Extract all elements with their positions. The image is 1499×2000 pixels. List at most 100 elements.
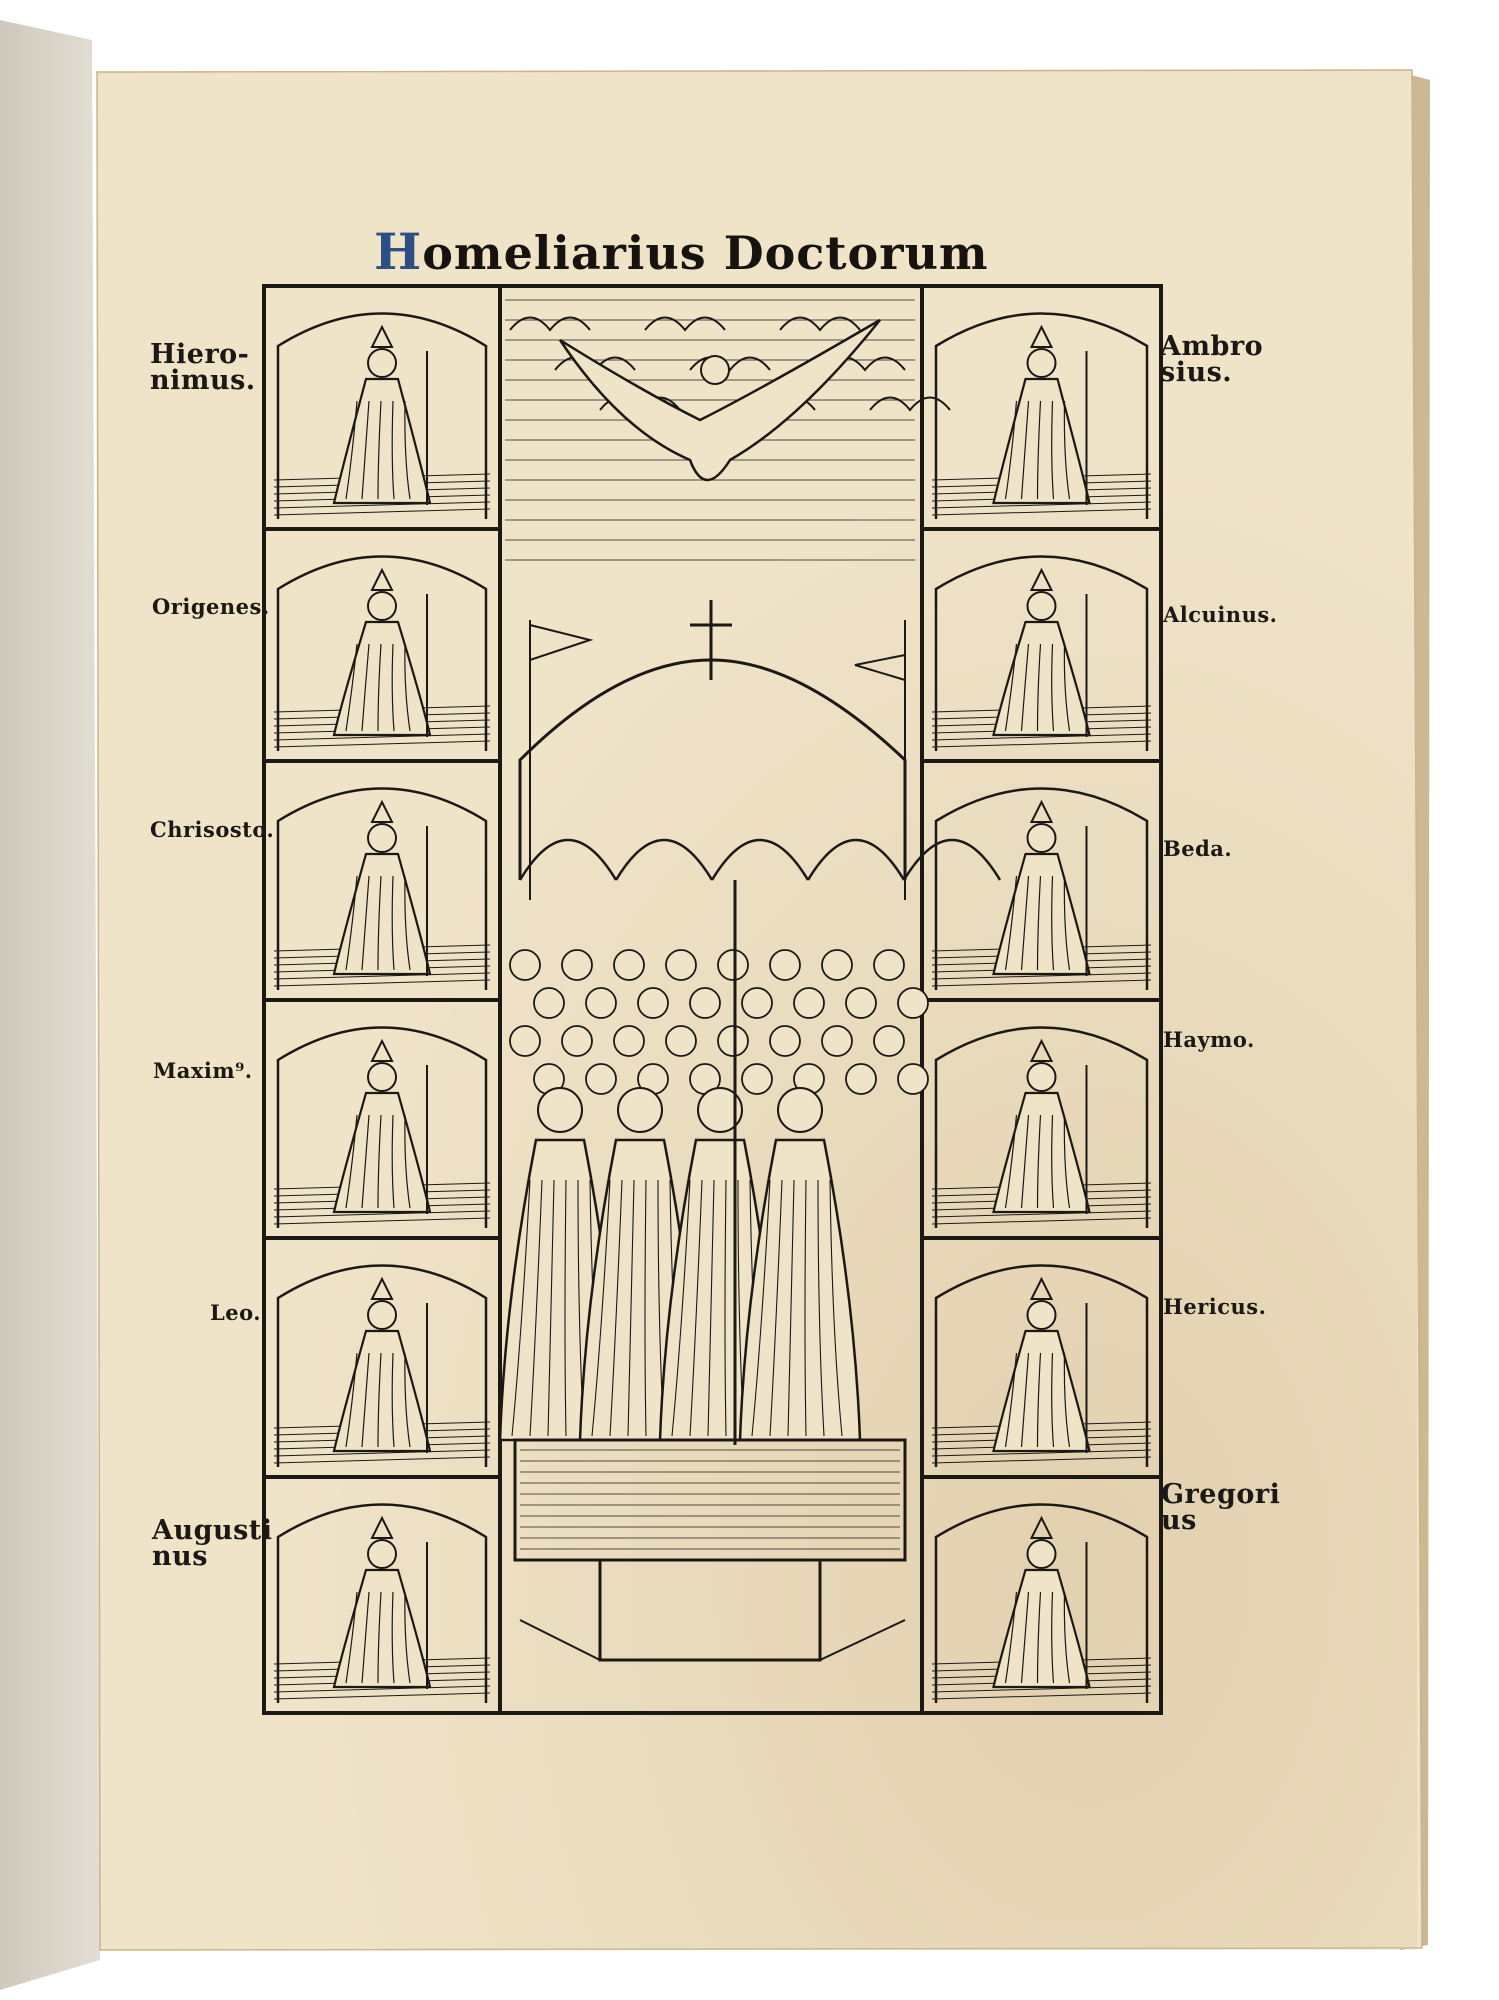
robe-fold	[391, 643, 395, 732]
robe	[332, 852, 432, 976]
robe-fold	[1020, 643, 1030, 732]
mitre	[370, 1515, 394, 1539]
gothic-arch	[806, 838, 906, 881]
arch	[934, 787, 1149, 990]
crowd-head	[873, 949, 905, 981]
label-line: Hericus.	[1163, 1294, 1267, 1319]
crowd-head	[717, 1025, 749, 1057]
robe-fold	[817, 1179, 825, 1437]
robe-fold	[724, 1179, 727, 1437]
hatch-line	[931, 1210, 1152, 1218]
hatch-line	[273, 1692, 491, 1700]
label-line: Leo.	[210, 1300, 262, 1325]
robe-fold	[1063, 1352, 1071, 1448]
hatch-line	[273, 501, 491, 509]
panel-right-2	[922, 527, 1161, 751]
robe-fold	[377, 1114, 382, 1209]
saint-head	[1026, 1062, 1057, 1092]
label-maximus: Maxim⁹.	[153, 1060, 253, 1082]
panel-right-4	[922, 998, 1161, 1228]
robe-fold	[1020, 1352, 1030, 1448]
robe-fold	[627, 1179, 635, 1437]
banner-left	[529, 623, 594, 662]
mitre	[1029, 1515, 1054, 1539]
robe-fold	[404, 1114, 411, 1209]
mitre	[370, 799, 394, 823]
robe-fold	[511, 1179, 531, 1437]
center-scene-council-of-doctors	[498, 299, 1002, 1662]
label-line: Maxim⁹.	[153, 1058, 253, 1083]
robe-fold	[404, 875, 411, 971]
robe	[332, 1091, 432, 1214]
robe-fold	[345, 643, 358, 732]
robe-fold	[1004, 643, 1018, 732]
crowd-head	[561, 949, 593, 981]
robe-fold	[404, 400, 411, 500]
hatch-line	[273, 733, 491, 741]
robe-fold	[361, 1591, 370, 1684]
crowd-head	[509, 1025, 541, 1057]
gothic-arch	[614, 838, 714, 881]
flyleaf	[0, 20, 100, 1990]
hatch-line	[931, 1692, 1152, 1700]
hatch-line	[931, 501, 1152, 509]
crowd-head	[689, 987, 721, 1019]
robe	[992, 1568, 1091, 1689]
robe-fold	[1020, 400, 1030, 500]
robe-fold	[529, 1179, 543, 1437]
robe	[992, 852, 1091, 976]
saint-head	[1026, 1539, 1057, 1569]
label-line: Alcuinus.	[1163, 602, 1278, 627]
robe-fold	[751, 1179, 771, 1437]
robe-fold	[591, 1179, 611, 1437]
robe-fold	[345, 400, 358, 500]
saint-head	[1026, 823, 1057, 853]
label-beda: Beda.	[1163, 838, 1232, 860]
arch	[934, 312, 1149, 519]
crowd-head	[665, 949, 697, 981]
dove-head-halo	[700, 355, 730, 385]
mitre	[370, 324, 394, 348]
hatch-line	[273, 972, 491, 980]
arch	[276, 787, 488, 990]
robe-fold	[1004, 1352, 1018, 1448]
hatch-line	[931, 1217, 1152, 1225]
crowd-head	[873, 1025, 905, 1057]
robe-fold	[361, 875, 370, 971]
robe-fold	[689, 1179, 703, 1437]
robe	[992, 1329, 1091, 1453]
robe-fold	[1063, 643, 1071, 732]
robe-fold	[391, 875, 395, 971]
hatch-line	[273, 1217, 491, 1225]
crowd-head	[741, 987, 773, 1019]
robe-fold	[345, 1352, 358, 1448]
robe-fold	[1004, 875, 1018, 971]
mitre	[1029, 1038, 1054, 1062]
hatch-line	[273, 1456, 491, 1464]
label-line: us	[1161, 1505, 1197, 1536]
crowd-head	[585, 1063, 617, 1095]
doctor-king-head	[777, 1087, 823, 1133]
crowd-head	[769, 949, 801, 981]
crowd-head	[741, 1063, 773, 1095]
robe-fold	[1020, 875, 1030, 971]
hatch-line	[931, 1685, 1152, 1693]
arch	[276, 312, 488, 519]
hatch-line	[931, 740, 1152, 748]
label-line: Gregori	[1161, 1479, 1281, 1510]
panel-left-1	[273, 312, 491, 519]
crowd-head	[769, 1025, 801, 1057]
robe	[332, 377, 432, 505]
robe-fold	[1051, 1352, 1055, 1448]
robe-fold	[1051, 1114, 1055, 1209]
mitre	[370, 567, 394, 591]
pedestal-edge	[519, 1619, 906, 1661]
saint-head	[367, 1539, 397, 1569]
robe-fold	[361, 643, 370, 732]
hatch-line	[273, 1685, 491, 1693]
label-hieronimus: Hiero-nimus.	[150, 341, 256, 394]
panel-left-4	[264, 998, 500, 1228]
doctor-pope-head	[697, 1087, 743, 1133]
